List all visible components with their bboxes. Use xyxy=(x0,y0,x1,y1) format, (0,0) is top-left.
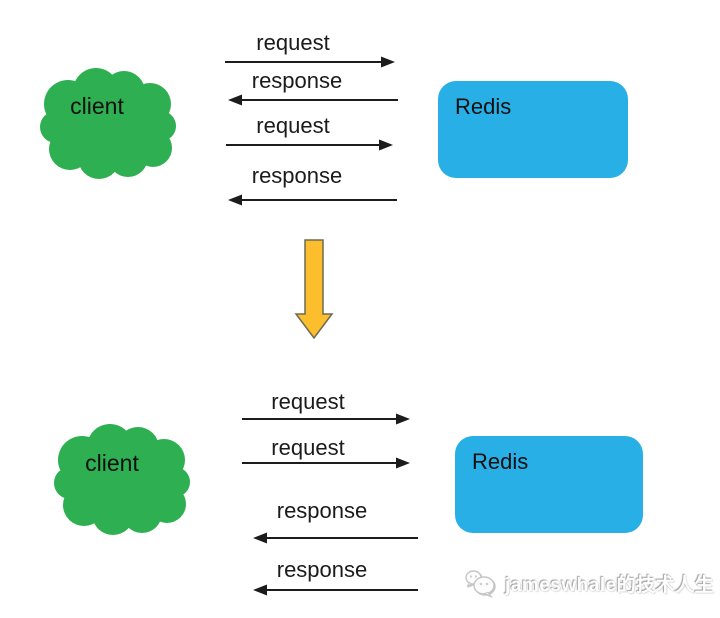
bottom-message-label-3: response xyxy=(276,498,368,523)
client-label-bottom: client xyxy=(85,450,139,476)
watermark: jameswhale的技术人生 xyxy=(462,563,714,603)
arrowhead-left-icon xyxy=(253,584,267,596)
arrowhead-left-icon xyxy=(253,532,267,544)
bottom-message-label-2: request xyxy=(271,435,345,460)
top-message-label-3: request xyxy=(256,113,330,138)
top-request-arrow-1 xyxy=(225,56,395,68)
top-message-label-4: response xyxy=(251,163,343,188)
top-message-label-2: response xyxy=(251,68,343,93)
arrowhead-right-icon xyxy=(379,139,393,151)
arrowhead-left-icon xyxy=(228,194,242,206)
bottom-response-arrow-2 xyxy=(253,584,418,596)
chat-bubbles-icon xyxy=(465,570,495,598)
client-label-top: client xyxy=(70,93,124,119)
arrowhead-right-icon xyxy=(381,56,395,68)
top-message-label-1: request xyxy=(256,30,330,55)
client-cloud-top xyxy=(40,68,176,179)
bottom-message-label-1: request xyxy=(271,389,345,414)
bottom-request-arrow-2 xyxy=(242,457,410,469)
arrowhead-right-icon xyxy=(396,413,410,425)
bottom-response-arrow-1 xyxy=(253,532,418,544)
watermark-text: jameswhale的技术人生 xyxy=(505,574,715,596)
top-request-arrow-2 xyxy=(226,139,393,151)
arrowhead-left-icon xyxy=(228,94,242,106)
top-response-arrow-1 xyxy=(228,94,398,106)
bottom-message-label-4: response xyxy=(276,557,368,582)
bottom-request-arrow-1 xyxy=(242,413,410,425)
arrowhead-right-icon xyxy=(396,457,410,469)
redis-box-top: Redis xyxy=(438,81,628,178)
transition-down-arrow-icon xyxy=(294,239,334,340)
client-cloud-bottom xyxy=(54,424,190,535)
redis-box-bottom: Redis xyxy=(455,436,643,533)
top-response-arrow-2 xyxy=(228,194,397,206)
